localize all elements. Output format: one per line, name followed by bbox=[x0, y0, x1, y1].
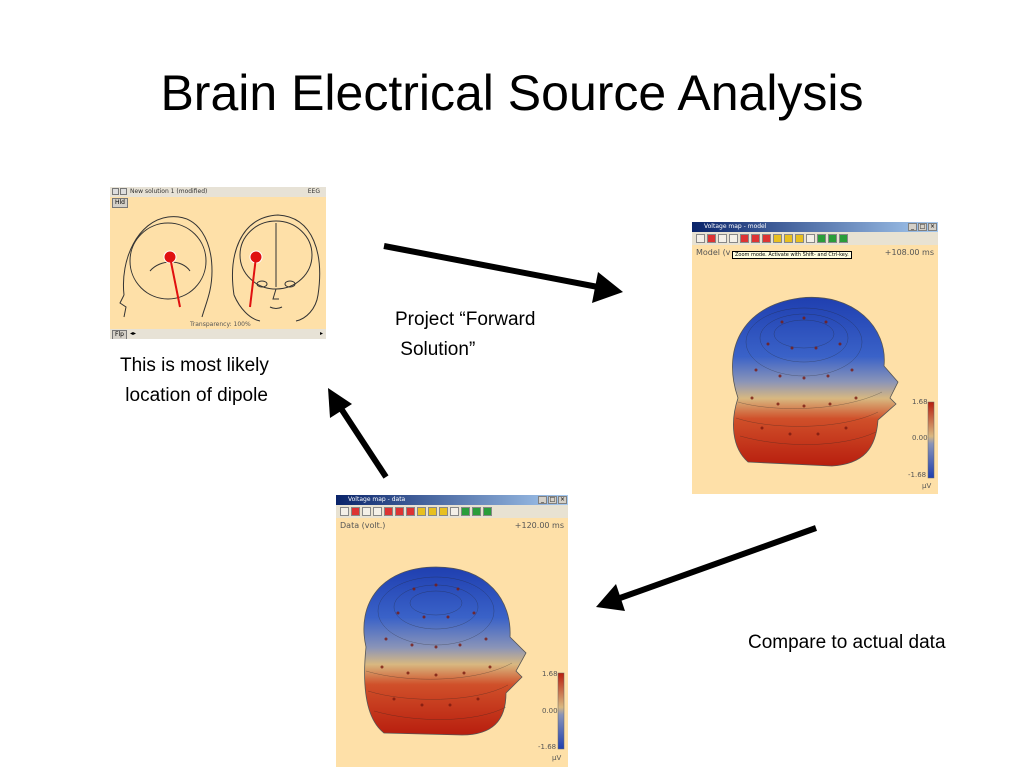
model-view-head-icon[interactable] bbox=[817, 234, 826, 243]
flp-button[interactable]: Flp bbox=[112, 330, 127, 339]
model-scale-unit: µV bbox=[922, 482, 932, 490]
data-view-grid-icon[interactable] bbox=[483, 507, 492, 516]
model-color-scale bbox=[927, 401, 935, 479]
data-close-icon[interactable]: × bbox=[558, 496, 567, 504]
data-toolbar bbox=[336, 505, 568, 518]
data-view-m-icon[interactable] bbox=[428, 507, 437, 516]
model-head-map[interactable] bbox=[692, 252, 938, 492]
data-scale-mid: 0.00 bbox=[542, 707, 558, 715]
model-rotate-right-icon[interactable] bbox=[751, 234, 760, 243]
model-rotate-left-icon[interactable] bbox=[740, 234, 749, 243]
data-view-eye-icon[interactable] bbox=[472, 507, 481, 516]
dipole-window-title: New solution 1 (modified) bbox=[130, 188, 208, 195]
forward-solution-caption: Project “Forward Solution” bbox=[395, 309, 536, 360]
eeg-mode-label[interactable]: EEG bbox=[307, 188, 320, 195]
scroll-right-icon[interactable]: ▸ bbox=[319, 330, 323, 337]
arrow-back bbox=[339, 408, 389, 479]
arrow-compare bbox=[618, 525, 818, 601]
dipole-marker-side[interactable] bbox=[163, 250, 181, 308]
model-label: Model (v bbox=[696, 248, 731, 257]
data-color-scale bbox=[557, 672, 565, 750]
compare-caption: Compare to actual data bbox=[748, 632, 946, 653]
model-close-icon[interactable]: × bbox=[928, 223, 937, 231]
data-flip-icon[interactable] bbox=[406, 507, 415, 516]
model-scale-mid: 0.00 bbox=[912, 434, 928, 442]
voltage-map-data-window[interactable]: Voltage map - data _ □ × Data (volt.) +1… bbox=[336, 495, 568, 767]
scroll-left-icon[interactable]: ◂▸ bbox=[130, 330, 137, 337]
model-toolbar bbox=[692, 232, 938, 245]
data-move-icon[interactable] bbox=[373, 507, 382, 516]
data-view-d-icon[interactable] bbox=[417, 507, 426, 516]
data-view-head-icon[interactable] bbox=[461, 507, 470, 516]
dipole-statusbar: Flp ◂▸ ▸ bbox=[110, 329, 326, 339]
model-zoom-icon[interactable] bbox=[718, 234, 727, 243]
dipole-caption: This is most likely location of dipole bbox=[120, 355, 269, 406]
voltage-map-model-window[interactable]: Voltage map - model _ □ × Model (v +108.… bbox=[692, 222, 938, 494]
data-view-mu-icon[interactable] bbox=[450, 507, 459, 516]
data-window-title: Voltage map - data bbox=[348, 496, 406, 503]
data-scale-min: -1.68 bbox=[538, 743, 557, 751]
model-view-d-icon[interactable] bbox=[773, 234, 782, 243]
model-crosshair-icon[interactable] bbox=[707, 234, 716, 243]
data-scale-unit: µV bbox=[552, 754, 562, 762]
data-scale-max: 1.68 bbox=[542, 670, 558, 678]
arrow-forward bbox=[383, 243, 599, 290]
model-view-grid-icon[interactable] bbox=[839, 234, 848, 243]
model-window-title: Voltage map - model bbox=[704, 223, 767, 230]
data-minimize-icon[interactable]: _ bbox=[538, 496, 547, 504]
dipole-minimize-icon[interactable] bbox=[120, 188, 127, 195]
model-view-m-icon[interactable] bbox=[784, 234, 793, 243]
model-view-eye-icon[interactable] bbox=[828, 234, 837, 243]
dipole-window-titlebar[interactable]: New solution 1 (modified) EEG bbox=[110, 187, 326, 197]
model-view-r-icon[interactable] bbox=[795, 234, 804, 243]
hld-button[interactable]: Hld bbox=[112, 198, 128, 208]
data-zoom-icon[interactable] bbox=[362, 507, 371, 516]
head-outline-diagram bbox=[119, 214, 321, 322]
model-scale-max: 1.68 bbox=[912, 398, 928, 406]
model-head-icon[interactable] bbox=[696, 234, 705, 243]
model-window-titlebar[interactable]: Voltage map - model bbox=[692, 222, 938, 232]
data-crosshair-icon[interactable] bbox=[351, 507, 360, 516]
dipole-marker-front[interactable] bbox=[249, 250, 263, 308]
dipole-close-icon[interactable] bbox=[112, 188, 119, 195]
data-head-map[interactable] bbox=[336, 527, 568, 767]
data-time: +120.00 ms bbox=[514, 521, 564, 530]
model-minimize-icon[interactable]: _ bbox=[908, 223, 917, 231]
data-maximize-icon[interactable]: □ bbox=[548, 496, 557, 504]
data-head-icon[interactable] bbox=[340, 507, 349, 516]
model-flip-icon[interactable] bbox=[762, 234, 771, 243]
model-maximize-icon[interactable]: □ bbox=[918, 223, 927, 231]
data-label: Data (volt.) bbox=[340, 521, 386, 530]
model-scale-min: -1.68 bbox=[908, 471, 927, 479]
data-rotate-left-icon[interactable] bbox=[384, 507, 393, 516]
data-window-titlebar[interactable]: Voltage map - data bbox=[336, 495, 568, 505]
data-rotate-right-icon[interactable] bbox=[395, 507, 404, 516]
model-move-icon[interactable] bbox=[729, 234, 738, 243]
dipole-solution-window[interactable]: New solution 1 (modified) EEG Hld Transp… bbox=[110, 187, 326, 339]
model-time: +108.00 ms bbox=[884, 248, 934, 257]
transparency-label: Transparency: 100% bbox=[190, 321, 251, 328]
slide-title: Brain Electrical Source Analysis bbox=[160, 65, 864, 121]
zoom-tooltip: Zoom mode. Activate with Shift- and Ctrl… bbox=[732, 251, 852, 259]
data-view-r-icon[interactable] bbox=[439, 507, 448, 516]
model-view-mu-icon[interactable] bbox=[806, 234, 815, 243]
